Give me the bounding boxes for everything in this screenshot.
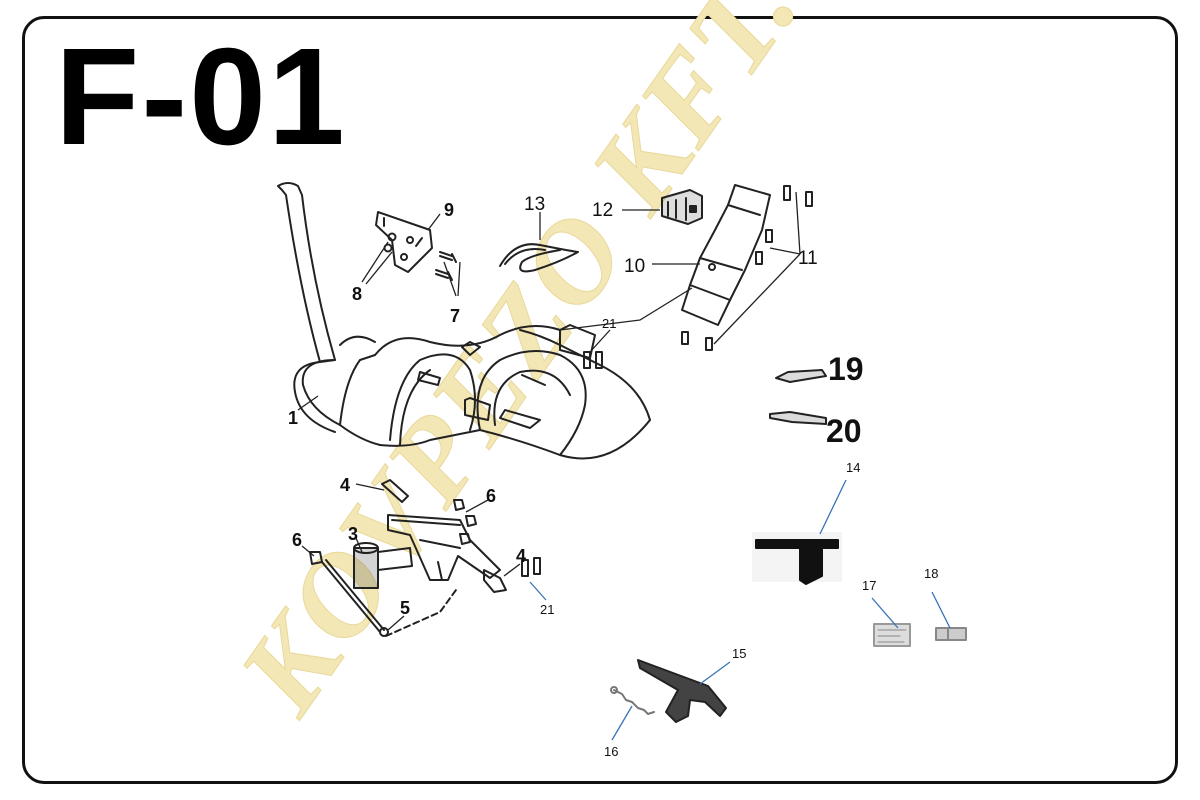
leader-9	[427, 213, 441, 231]
callout-11: 11	[798, 248, 818, 269]
callout-1: 1	[288, 408, 298, 428]
leader-21-lower	[529, 581, 547, 601]
rod-part-5	[321, 559, 389, 637]
footrest-part-20	[769, 411, 827, 425]
leader-1	[297, 395, 319, 411]
bolt-part-4-lower	[483, 569, 507, 593]
leader-4-upper	[355, 483, 385, 491]
callout-9: 9	[444, 200, 454, 220]
callout-20: 20	[826, 413, 862, 449]
nut-part-6-upper	[453, 499, 477, 545]
leader-14	[819, 479, 847, 535]
callout-19: 19	[828, 351, 864, 387]
leader-16	[611, 705, 633, 741]
lock-part-12	[661, 189, 703, 225]
bracket-part-9	[375, 211, 433, 273]
callout-17: 17	[862, 578, 876, 593]
leader-21-upper	[589, 329, 611, 353]
callout-6-upper: 6	[486, 486, 496, 506]
bolt-part-7	[435, 251, 457, 281]
leader-7	[443, 261, 461, 297]
callout-21-lower: 21	[540, 602, 554, 617]
callout-21-upper: 21	[602, 316, 616, 331]
bracket-part-14	[752, 532, 842, 585]
callout-7: 7	[450, 306, 460, 326]
bushing-part-3	[353, 542, 413, 589]
callout-8: 8	[352, 284, 362, 304]
frame-assembly-part-1	[277, 182, 651, 460]
callout-5: 5	[400, 598, 410, 618]
plate-part-10	[681, 184, 771, 326]
bolt-part-21-upper	[583, 351, 603, 369]
callout-18: 18	[924, 566, 938, 581]
page-title: F-01	[55, 20, 347, 174]
callout-4-upper: 4	[340, 475, 350, 495]
callout-4-lower: 4	[516, 546, 526, 566]
leader-18	[931, 591, 951, 629]
leader-11	[713, 191, 801, 345]
spring-part-16	[610, 686, 655, 715]
leader-8	[361, 241, 393, 285]
leader-6-upper	[465, 499, 489, 513]
leader-15	[699, 661, 731, 685]
cable-part-13	[499, 243, 579, 273]
leader-4-lower	[503, 563, 521, 577]
kickstand-part-15	[637, 659, 727, 723]
callout-15: 15	[732, 646, 746, 661]
leader-3	[355, 537, 363, 553]
diagram-frame	[22, 16, 1178, 784]
leader-5	[387, 615, 405, 631]
callout-6-lower: 6	[292, 530, 302, 550]
bolt-part-11	[681, 185, 813, 351]
callout-3: 3	[348, 524, 358, 544]
callout-12: 12	[592, 200, 613, 221]
bolt-part-21-lower	[521, 557, 541, 577]
callout-13: 13	[524, 194, 545, 215]
leader-6-lower	[301, 545, 315, 557]
label-plate-part-17	[873, 623, 911, 647]
callout-16: 16	[604, 744, 618, 759]
leader-10b	[559, 287, 693, 331]
pin-part-18	[935, 627, 967, 641]
leader-17	[871, 597, 899, 629]
callout-10: 10	[624, 256, 645, 277]
callout-14: 14	[846, 460, 860, 475]
bolt-part-4-upper	[381, 479, 409, 503]
footrest-part-19	[775, 369, 827, 383]
